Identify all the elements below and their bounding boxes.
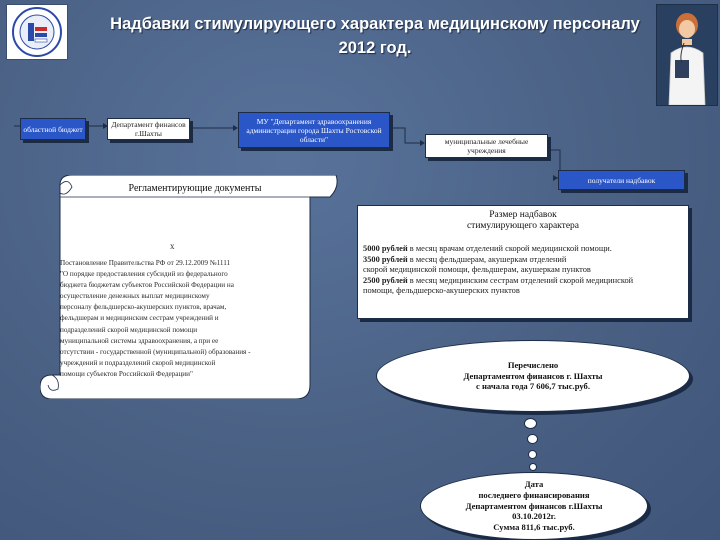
transferred-line2: Департаментом финансов г. Шахты bbox=[464, 371, 603, 382]
last-financing-line4: 03.10.2012г. bbox=[512, 511, 556, 522]
recipients-label: получатели надбавок bbox=[588, 176, 656, 185]
connector-dot bbox=[527, 434, 538, 444]
mu-department-label: МУ "Департамент здравоохранения админист… bbox=[241, 117, 387, 144]
regulations-text: Постановление Правительства РФ от 29.12.… bbox=[60, 258, 285, 380]
allowance-line: 3500 рублей в месяц фельдшерам, акушерка… bbox=[363, 255, 685, 266]
recipients-box: получатели надбавок bbox=[558, 170, 685, 190]
allowance-body: 5000 рублей в месяц врачам отделений ско… bbox=[363, 244, 685, 297]
last-financing-oval: Дата последнего финансирования Департаме… bbox=[420, 472, 648, 540]
municipal-institutions-box: муниципальные лечебные учреждения bbox=[425, 134, 548, 158]
municipal-institutions-label: муниципальные лечебные учреждения bbox=[428, 137, 545, 155]
connector-dot bbox=[529, 463, 537, 471]
allowance-panel: Размер надбавок стимулирующего характера… bbox=[357, 205, 689, 319]
transferred-line1: Перечислено bbox=[508, 360, 558, 371]
last-financing-line3: Департаментом финансов г.Шахты bbox=[466, 501, 603, 512]
connector-dot bbox=[524, 418, 537, 429]
mu-department-box: МУ "Департамент здравоохранения админист… bbox=[238, 112, 390, 148]
finance-department-label: Департамент финансов г.Шахты bbox=[110, 120, 187, 138]
regulations-heading: Регламентирующие документы bbox=[60, 183, 330, 194]
transferred-oval: Перечислено Департаментом финансов г. Ша… bbox=[376, 340, 690, 412]
allowance-line: скорой медицинской помощи, фельдшерам, а… bbox=[363, 265, 685, 276]
transferred-line3: с начала года 7 606,7 тыс.руб. bbox=[476, 381, 590, 392]
regional-budget-box: областной бюджет bbox=[20, 118, 86, 140]
finance-department-box: Департамент финансов г.Шахты bbox=[107, 118, 190, 140]
allowance-line: 5000 рублей в месяц врачам отделений ско… bbox=[363, 244, 685, 255]
allowance-heading: Размер надбавок стимулирующего характера bbox=[358, 210, 688, 232]
connector-dot bbox=[528, 450, 537, 459]
last-financing-line5: Сумма 811,6 тыс.руб. bbox=[493, 522, 574, 533]
last-financing-line2: последнего финансирования bbox=[478, 490, 589, 501]
last-financing-line1: Дата bbox=[525, 479, 544, 490]
regional-budget-label: областной бюджет bbox=[23, 125, 82, 134]
allowance-line: помощи, фельдшерско-акушерских пунктов bbox=[363, 286, 685, 297]
regulations-marker: х bbox=[170, 241, 175, 251]
allowance-line: 2500 рублей в месяц медицинским сестрам … bbox=[363, 276, 685, 287]
